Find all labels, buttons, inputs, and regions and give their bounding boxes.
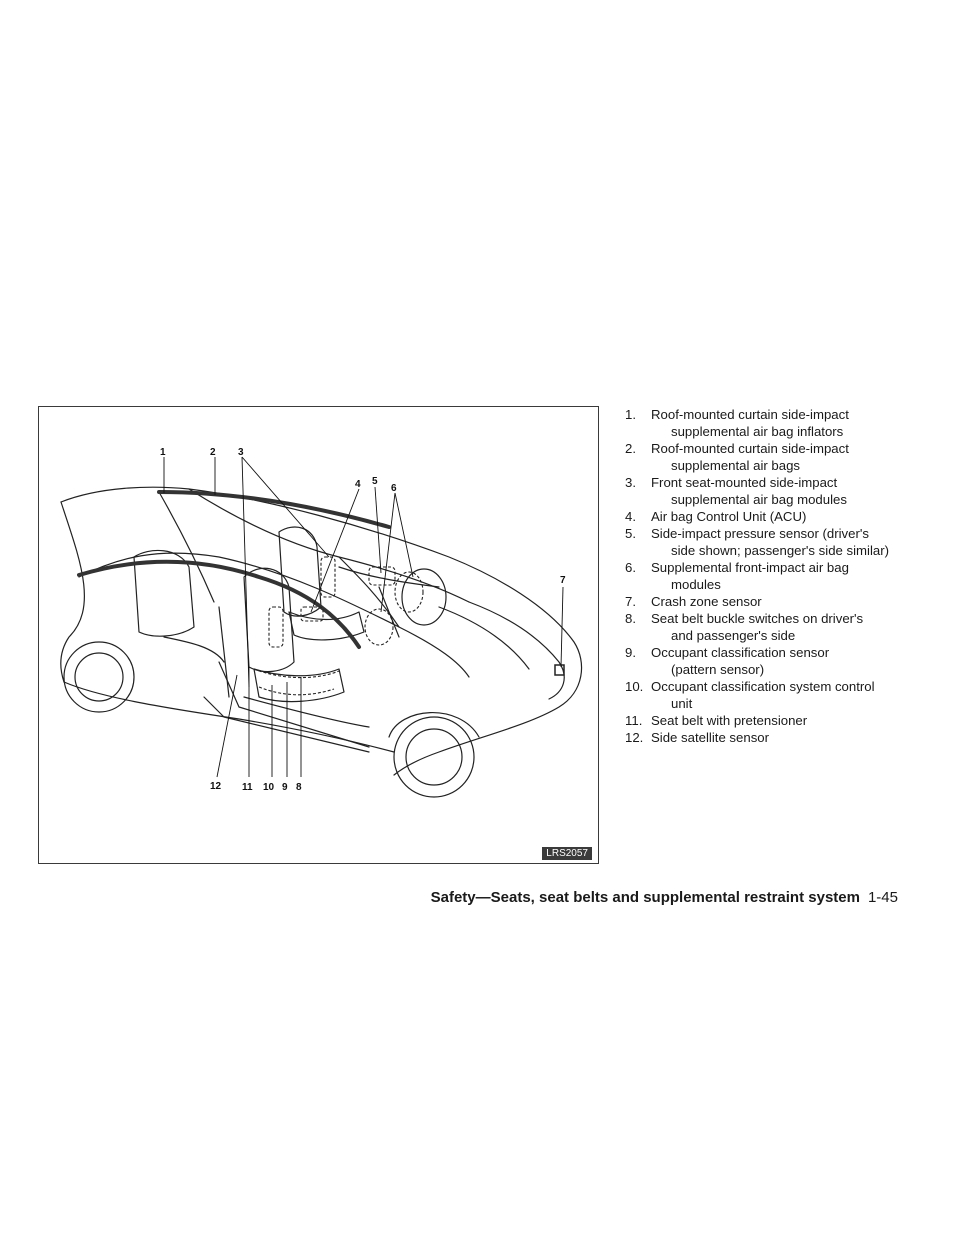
callout-7: 7 — [560, 575, 566, 586]
figure-code: LRS2057 — [542, 847, 592, 860]
legend-item: 7.Crash zone sensor — [625, 594, 762, 609]
callout-6: 6 — [391, 483, 397, 494]
page-footer: Safety—Seats, seat belts and supplementa… — [431, 889, 898, 906]
legend-item: 9.Occupant classification sensor(pattern… — [625, 645, 830, 677]
callout-10: 10 — [263, 782, 275, 793]
legend-item: 10.Occupant classification system contro… — [625, 679, 875, 711]
callout-4: 4 — [355, 479, 361, 490]
section-title: Safety—Seats, seat belts and supplementa… — [430, 889, 860, 906]
legend-item: 4.Air bag Control Unit (ACU) — [625, 509, 807, 524]
callout-2: 2 — [210, 447, 216, 458]
page-number: 1-45 — [867, 889, 898, 906]
callout-8: 8 — [296, 782, 302, 793]
car-cutaway-illustration: 1 2 3 4 5 6 7 8 9 10 11 12 — [60, 447, 583, 798]
callout-5: 5 — [372, 476, 378, 487]
airbag-system-figure: 1 2 3 4 5 6 7 8 9 10 11 12 LRS2057 — [38, 406, 599, 864]
callout-1: 1 — [160, 447, 166, 458]
callout-3: 3 — [238, 447, 244, 458]
callout-9: 9 — [282, 782, 288, 793]
callout-11: 11 — [242, 782, 253, 793]
callout-12: 12 — [210, 781, 222, 792]
legend-item: 12.Side satellite sensor — [625, 730, 770, 745]
legend-item: 11.Seat belt with pretensioner — [625, 713, 808, 728]
